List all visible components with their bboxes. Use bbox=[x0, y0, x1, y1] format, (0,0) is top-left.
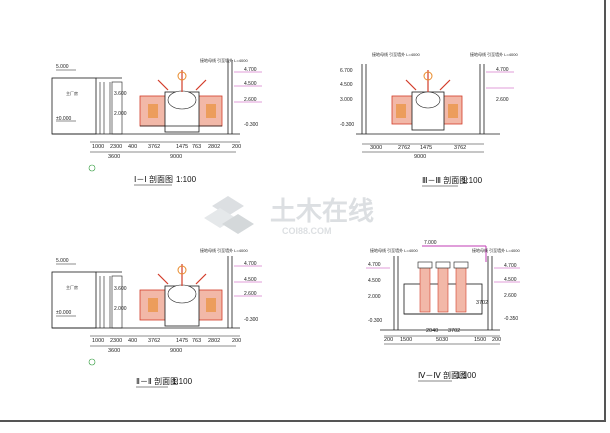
dimension-label: 3702 bbox=[448, 328, 460, 334]
section-1-1-drawing: 主厂房 5.000 ±0.000 3.600 2.000 4.700 4.500 bbox=[51, 57, 262, 186]
level-label: 2.000 bbox=[114, 111, 127, 117]
level-label: 4.500 bbox=[504, 277, 517, 283]
section-scale: 1:100 bbox=[456, 371, 477, 380]
dimension-label: 400 bbox=[128, 144, 137, 150]
level-label: 4.700 bbox=[368, 262, 381, 268]
dimension-label: 2040 bbox=[426, 328, 438, 334]
dimension-label: 2802 bbox=[208, 338, 220, 344]
level-label: 7.000 bbox=[424, 240, 437, 246]
sheet-border bbox=[0, 0, 606, 422]
transformer-equipment-1 bbox=[139, 70, 223, 133]
dimension-label: 200 bbox=[232, 144, 241, 150]
note-label: 接地母线 引至墙外 L=4000 bbox=[370, 247, 418, 253]
level-label: 4.700 bbox=[244, 67, 257, 73]
dimension-label: 1475 bbox=[420, 145, 432, 151]
dimension-label: 200 bbox=[384, 337, 393, 343]
level-label: 6.700 bbox=[340, 68, 353, 74]
transformer-equipment-3 bbox=[391, 70, 463, 131]
level-label: 4.500 bbox=[244, 81, 257, 87]
section-title: Ⅱ－Ⅱ 剖面图 bbox=[136, 376, 178, 386]
dimension-label: 1475 bbox=[176, 338, 188, 344]
level-label: 2.000 bbox=[114, 306, 127, 312]
note-label: 接地母线 引至墙外 L=4000 bbox=[472, 247, 520, 253]
dimension-label: 763 bbox=[192, 338, 201, 344]
axis-marker-icon bbox=[88, 164, 96, 172]
dimension-label: 5030 bbox=[436, 337, 448, 343]
dimension-label: 1500 bbox=[400, 337, 412, 343]
dimension-label: 200 bbox=[232, 338, 241, 344]
level-label: -0.300 bbox=[244, 317, 258, 323]
level-label: 4.700 bbox=[244, 261, 257, 267]
level-label: 2.600 bbox=[244, 97, 257, 103]
axis-marker-icon bbox=[88, 358, 96, 366]
level-label: 2.600 bbox=[504, 293, 517, 299]
dimension-label: 3600 bbox=[108, 154, 120, 160]
dimension-label: 1000 bbox=[92, 338, 104, 344]
level-label: 5.000 bbox=[56, 64, 69, 70]
level-label: 4.500 bbox=[368, 278, 381, 284]
level-label: ±0.000 bbox=[56, 116, 71, 122]
dimension-label: 3762 bbox=[148, 338, 160, 344]
dimension-label: 400 bbox=[128, 338, 137, 344]
switchgear-equipment-4 bbox=[403, 261, 483, 315]
section-scale: 1:100 bbox=[172, 377, 193, 386]
room-label: 主厂房 bbox=[66, 90, 78, 96]
transformer-equipment-2 bbox=[139, 264, 223, 327]
level-label: 3.000 bbox=[340, 97, 353, 103]
dimension-label: 9000 bbox=[170, 154, 182, 160]
dimension-label: 2300 bbox=[110, 144, 122, 150]
dimension-label: 2802 bbox=[208, 144, 220, 150]
level-label: 4.700 bbox=[504, 263, 517, 269]
watermark-text-cn: 土木在线 bbox=[270, 196, 374, 226]
level-label: 2.600 bbox=[244, 291, 257, 297]
dimension-label: 2762 bbox=[398, 145, 410, 151]
dimension-label: 9000 bbox=[170, 348, 182, 354]
dimension-label: 763 bbox=[192, 144, 201, 150]
level-label: 2.600 bbox=[496, 97, 509, 103]
level-label: 2.000 bbox=[368, 294, 381, 300]
level-label: ±0.000 bbox=[56, 310, 71, 316]
section-scale: 1:100 bbox=[176, 175, 197, 184]
level-label: 3.600 bbox=[114, 286, 127, 292]
section-scale: 1:100 bbox=[462, 176, 483, 185]
section-2-2-drawing: 主厂房 5.000 ±0.000 3.600 2.000 4.700 4.500… bbox=[51, 247, 262, 388]
dimension-label: 200 bbox=[492, 337, 501, 343]
dimension-label: 1500 bbox=[474, 337, 486, 343]
note-label: 接地母线 引至墙外 L=4000 bbox=[200, 247, 248, 253]
level-label: -0.300 bbox=[368, 318, 382, 324]
watermark-text-en: COI88.COM bbox=[282, 226, 332, 236]
dimension-label: 2300 bbox=[110, 338, 122, 344]
section-title: Ⅳ－Ⅳ 剖面图 bbox=[418, 370, 467, 380]
room-label: 主厂房 bbox=[66, 284, 78, 290]
level-label: -0.350 bbox=[504, 316, 518, 322]
section-title: Ⅰ－Ⅰ 剖面图 bbox=[134, 174, 173, 184]
dimension-label: 1000 bbox=[92, 144, 104, 150]
level-label: -0.300 bbox=[244, 122, 258, 128]
level-label: 3.600 bbox=[114, 91, 127, 97]
level-label: 4.500 bbox=[244, 277, 257, 283]
level-label: 4.500 bbox=[340, 82, 353, 88]
dimension-label: 3762 bbox=[148, 144, 160, 150]
dimension-label: 3000 bbox=[370, 145, 382, 151]
section-title: Ⅲ－Ⅲ 剖面图 bbox=[422, 175, 467, 185]
watermark: 土木在线 COI88.COM bbox=[204, 196, 374, 236]
dimension-label: 3762 bbox=[454, 145, 466, 151]
level-label: 5.000 bbox=[56, 258, 69, 264]
dimension-label: 1475 bbox=[176, 144, 188, 150]
level-label: 4.700 bbox=[496, 67, 509, 73]
section-3-3-drawing: 6.700 4.500 3.000 -0.300 4.700 2.600 接地母… bbox=[340, 51, 518, 187]
dimension-label: 3600 bbox=[108, 348, 120, 354]
note-label: 接地母线 引至墙外 L=4000 bbox=[200, 57, 248, 63]
watermark-logo-icon bbox=[204, 196, 254, 234]
dimension-label: 3702 bbox=[476, 300, 488, 306]
note-label: 接地母线 引至墙外 L=4000 bbox=[372, 51, 420, 57]
dimension-label: 9000 bbox=[414, 154, 426, 160]
section-4-4-drawing: 7.000 4.700 4.500 2.000 -0.300 4.700 4.5… bbox=[366, 240, 520, 382]
level-label: -0.300 bbox=[340, 122, 354, 128]
note-label: 接地母线 引至墙外 L=4000 bbox=[470, 51, 518, 57]
